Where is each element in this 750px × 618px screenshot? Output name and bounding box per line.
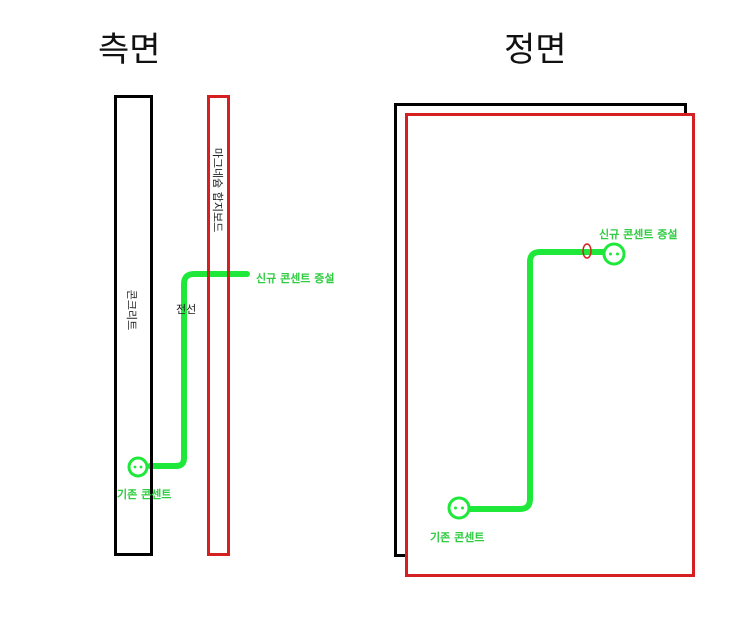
board-hole-marker	[582, 243, 592, 259]
existing-outlet-side-icon	[127, 456, 149, 478]
wire-label: 전선	[176, 303, 196, 316]
new-outlet-front-icon	[602, 242, 626, 266]
front-view-title: 정면	[504, 30, 567, 70]
existing-outlet-label-front: 기존 콘센트	[430, 530, 484, 544]
concrete-wall	[114, 95, 153, 556]
side-view-title: 측면	[98, 30, 161, 70]
new-outlet-label-side: 신규 콘센트 증설	[256, 271, 335, 285]
concrete-label: 콘크리트	[125, 290, 138, 330]
wire-side	[147, 271, 250, 469]
existing-outlet-label-side: 기존 콘센트	[117, 487, 171, 501]
magnesium-board	[207, 95, 230, 556]
existing-outlet-front-icon	[447, 496, 471, 520]
new-outlet-label-front: 신규 콘센트 증설	[599, 227, 678, 241]
wire-front	[466, 249, 606, 512]
board-label: 마그네슘 합지보드	[211, 148, 224, 232]
